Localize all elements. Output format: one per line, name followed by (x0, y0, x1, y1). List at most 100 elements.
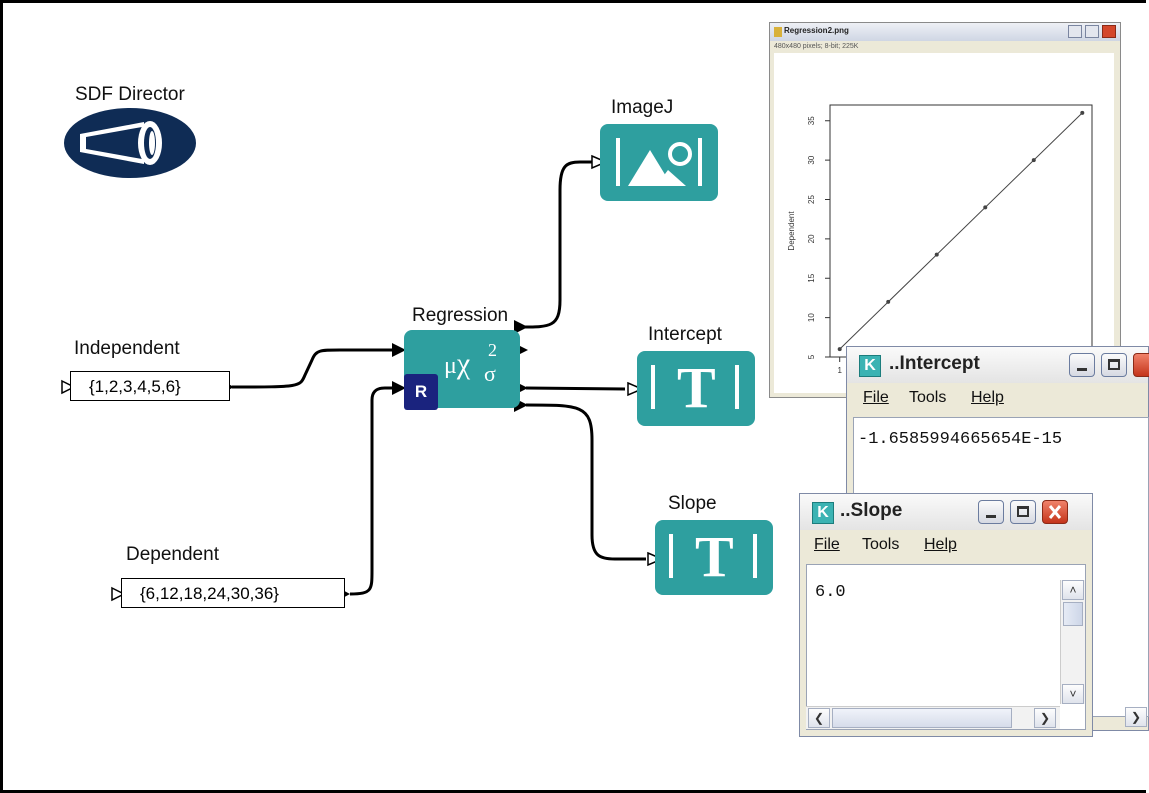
slope-output-text: 6.0 (815, 583, 846, 602)
intercept-menu-tools[interactable]: Tools (909, 389, 947, 406)
kepler-app-icon: K (859, 355, 881, 377)
regression-plot: 5 10 15 20 25 30 35 1 Dependent (787, 104, 1093, 375)
data-point (886, 299, 891, 304)
intercept-label: Intercept (648, 324, 722, 345)
plot-canvas: 5 10 15 20 25 30 35 1 Dependent (774, 53, 1114, 393)
slope-menu-file[interactable]: File (814, 536, 840, 553)
x-tick-label: 1 (837, 366, 842, 375)
slope-output-window[interactable]: K ..Slope File Tools Help 6.0 ˄ ˅ ❮ ❯ (799, 493, 1093, 737)
scroll-down-button[interactable]: ˅ (1062, 684, 1084, 704)
intercept-scroll-right[interactable]: ❯ (1125, 707, 1147, 727)
chi-symbol: χ (456, 347, 471, 380)
regression-label: Regression (412, 305, 509, 326)
data-point (983, 205, 988, 210)
intercept-menubar: File Tools Help (847, 383, 1148, 413)
kepler-app-icon: K (812, 502, 834, 524)
intercept-window-title: ..Intercept (889, 353, 980, 374)
port-independent-trigger (61, 379, 76, 395)
intercept-output-text: -1.6585994665654E-15 (858, 430, 1063, 449)
director-label: SDF Director (75, 84, 185, 105)
close-x-icon (1048, 505, 1062, 519)
slope-maximize-button[interactable] (1010, 500, 1036, 524)
image-icon (616, 138, 702, 186)
slope-right-bar (753, 534, 757, 578)
port-regression-input-1 (392, 343, 406, 357)
slope-vertical-scrollbar[interactable]: ˄ ˅ (1060, 580, 1085, 704)
imagej-actor[interactable] (600, 124, 718, 201)
plot-minimize-button[interactable] (1068, 25, 1082, 38)
independent-constant-actor[interactable]: {1,2,3,4,5,6} (70, 371, 230, 401)
intercept-window-titlebar[interactable]: K ..Intercept (847, 347, 1149, 383)
y-tick-label: 15 (807, 273, 816, 282)
dependent-label: Dependent (126, 544, 219, 565)
y-tick-label: 35 (807, 116, 816, 125)
slope-display-actor[interactable]: T (655, 520, 773, 595)
independent-label: Independent (74, 338, 180, 359)
slope-window-title: ..Slope (840, 500, 903, 521)
y-axis-label: Dependent (787, 211, 796, 251)
mu-symbol: μ (444, 353, 457, 379)
slope-menubar: File Tools Help (800, 530, 1092, 560)
scroll-right-button[interactable]: ❯ (1034, 708, 1056, 728)
data-point (934, 252, 939, 257)
horizontal-scroll-thumb[interactable] (832, 708, 1012, 728)
superscript-2: 2 (488, 340, 497, 360)
wire-independent-to-regression (231, 348, 395, 389)
scroll-thumb[interactable] (1063, 602, 1083, 626)
slope-t-icon: T (695, 524, 734, 589)
intercept-right-bar (735, 365, 739, 409)
slope-menu-help[interactable]: Help (924, 536, 957, 553)
data-point (1080, 110, 1085, 115)
port-imagej-input (591, 154, 608, 170)
slope-label: Slope (668, 493, 717, 514)
r-badge: R (404, 374, 438, 410)
plot-window-title: Regression2.png (784, 26, 849, 35)
plot-window-icon (774, 27, 782, 37)
intercept-t-icon: T (677, 355, 716, 420)
slope-window-titlebar[interactable]: K ..Slope (800, 494, 1092, 530)
y-tick-label: 20 (807, 234, 816, 243)
sdf-director-icon[interactable] (64, 108, 196, 178)
wire-regression-to-intercept (525, 386, 626, 391)
intercept-close-button[interactable] (1133, 353, 1149, 377)
slope-minimize-button[interactable] (978, 500, 1004, 524)
plot-image-window[interactable]: Regression2.png 480x480 pixels; 8-bit; 2… (769, 22, 1121, 398)
port-regression-output-1 (514, 320, 528, 334)
slope-horizontal-scrollbar[interactable]: ❮ ❯ (806, 706, 1060, 729)
intercept-menu-help[interactable]: Help (971, 389, 1004, 406)
intercept-menu-file[interactable]: File (863, 389, 889, 406)
slope-left-bar (669, 534, 673, 578)
wire-regression-to-imagej (521, 160, 592, 329)
intercept-minimize-button[interactable] (1069, 353, 1095, 377)
port-intercept-input (627, 381, 644, 397)
slope-output-area[interactable]: 6.0 (806, 564, 1086, 730)
scroll-left-button[interactable]: ❮ (808, 708, 830, 728)
plot-window-titlebar[interactable]: Regression2.png (770, 23, 1120, 41)
dependent-constant-actor[interactable]: {6,12,18,24,30,36} (121, 578, 345, 608)
slope-close-button[interactable] (1042, 500, 1068, 524)
intercept-left-bar (651, 365, 655, 409)
plot-window-subtitle: 480x480 pixels; 8-bit; 225K (774, 43, 859, 50)
y-tick-label: 10 (807, 313, 816, 322)
wire-dependent-to-regression (349, 386, 395, 596)
data-point (837, 347, 842, 352)
sigma-subscript: σ (484, 361, 496, 386)
regression-fit-line (839, 112, 1083, 350)
y-tick-label: 30 (807, 155, 816, 164)
plot-maximize-button[interactable] (1085, 25, 1099, 38)
scroll-up-button[interactable]: ˄ (1062, 580, 1084, 600)
y-tick-label: 25 (807, 195, 816, 204)
plot-close-button[interactable] (1102, 25, 1116, 38)
intercept-maximize-button[interactable] (1101, 353, 1127, 377)
y-tick-label: 5 (807, 354, 816, 359)
port-dependent-trigger (111, 586, 126, 602)
slope-menu-tools[interactable]: Tools (862, 536, 900, 553)
port-regression-input-2 (392, 381, 406, 395)
data-point (1031, 158, 1036, 163)
wire-regression-to-slope (525, 403, 646, 561)
intercept-display-actor[interactable]: T (637, 351, 755, 426)
independent-value: {1,2,3,4,5,6} (89, 377, 181, 396)
dependent-value: {6,12,18,24,30,36} (140, 584, 279, 603)
